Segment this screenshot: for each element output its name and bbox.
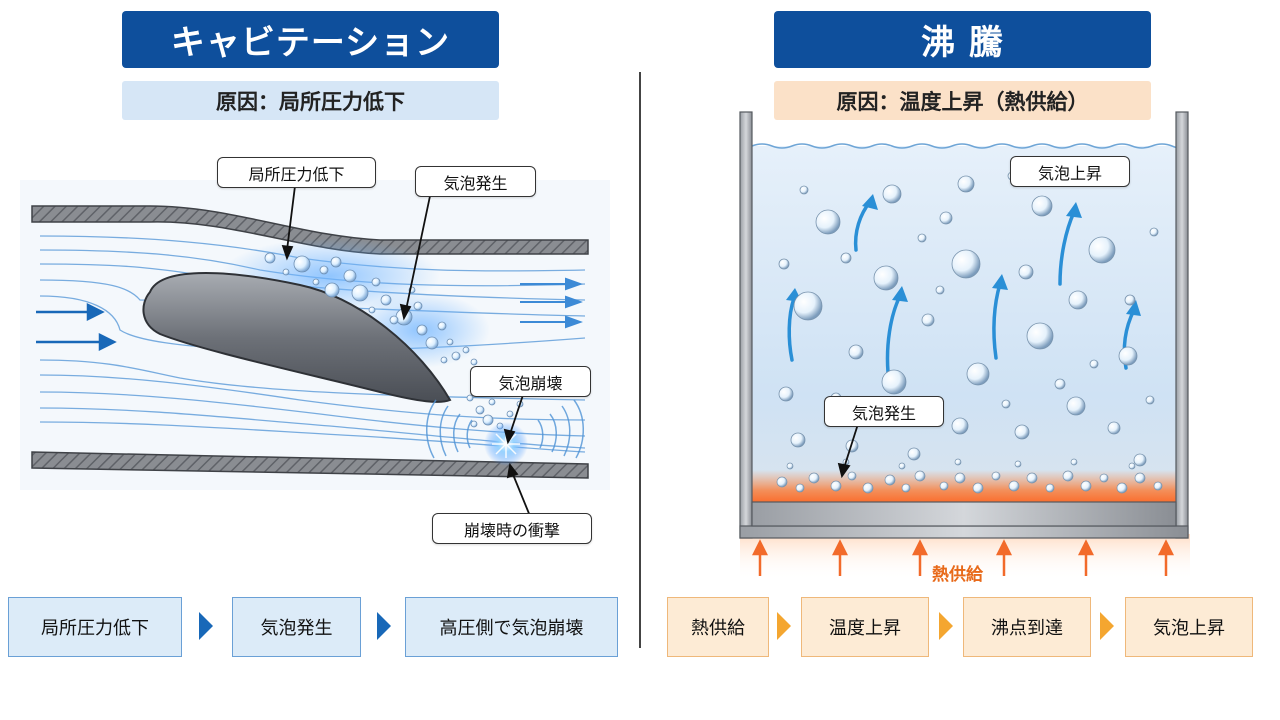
bottom-wall (31, 451, 589, 479)
right-step-2: 温度上昇 (801, 597, 929, 657)
callout-pressure-drop: 局所圧力低下 (217, 157, 376, 188)
container-right-wall (1175, 111, 1189, 539)
left-step-3: 高圧側で気泡崩壊 (405, 597, 618, 657)
callout-pointers (281, 185, 531, 517)
boiling-diagram (739, 111, 1190, 580)
rising-arrowheads (786, 194, 1141, 316)
nucleation-bubbles (776, 458, 1163, 494)
cavitation-diagram (20, 180, 610, 517)
right-step-1: 熱供給 (667, 597, 769, 657)
callout-bubble-rise: 気泡上昇 (1010, 156, 1130, 187)
water (752, 146, 1176, 502)
left-step-1: 局所圧力低下 (8, 597, 182, 657)
left-step-2: 気泡発生 (232, 597, 361, 657)
inlet-arrows (36, 302, 117, 352)
left-step-arrow-1 (199, 612, 213, 640)
right-step-3: 沸点到達 (963, 597, 1091, 657)
right-step-4: 気泡上昇 (1125, 597, 1253, 657)
container-bottom (739, 525, 1189, 539)
top-wall (31, 205, 589, 255)
callout-collapse-impact: 崩壊時の衝撃 (432, 513, 592, 544)
outlet-arrows (520, 277, 583, 329)
heater-plate (751, 501, 1177, 527)
callout-bubble-generation: 気泡発生 (415, 166, 536, 197)
right-cause: 原因：温度上昇（熱供給） (774, 81, 1151, 120)
right-step-arrow-3 (1100, 612, 1114, 640)
left-step-arrow-2 (377, 612, 391, 640)
left-cause: 原因：局所圧力低下 (122, 81, 499, 120)
callout-boiling-bubble-generation: 気泡発生 (824, 396, 944, 427)
panel-divider (639, 72, 641, 648)
heat-arrows (751, 539, 1175, 576)
container-left-wall (739, 111, 753, 539)
right-step-arrow-2 (939, 612, 953, 640)
shockwave-rings (426, 399, 584, 459)
hydrofoil (142, 272, 452, 403)
right-step-arrow-1 (777, 612, 791, 640)
heat-supply-label: 熱供給 (932, 565, 983, 585)
right-title: 沸 騰 (774, 11, 1151, 68)
boiling-pointer (837, 423, 859, 479)
callout-bubble-collapse: 気泡崩壊 (470, 366, 591, 397)
left-title: キャビテーション (122, 11, 499, 68)
